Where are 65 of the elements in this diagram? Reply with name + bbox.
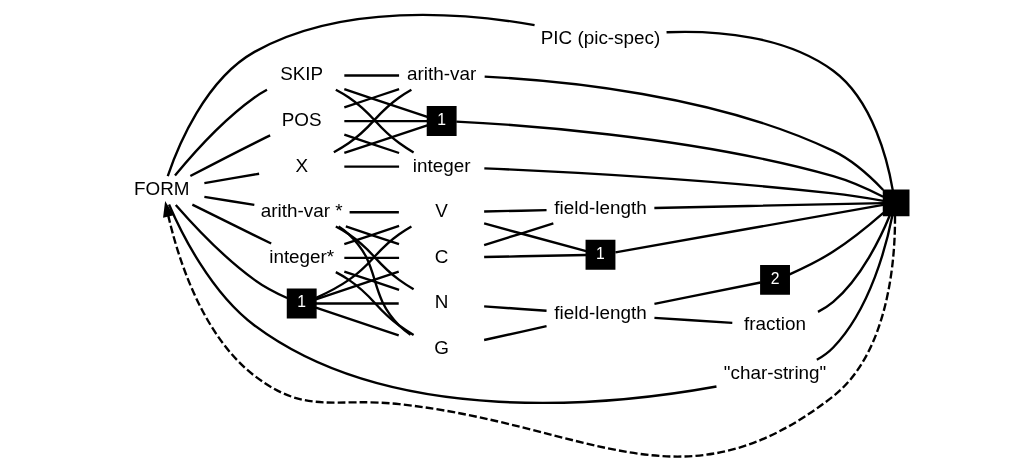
connector (483, 222, 554, 247)
connector (343, 88, 399, 109)
connector (816, 215, 891, 313)
node-box: 2 (759, 264, 790, 295)
node-text: integer (412, 154, 470, 176)
connector (484, 75, 884, 191)
connector (483, 253, 586, 259)
node-text: arith-var (406, 63, 476, 85)
node-box: 1 (426, 106, 457, 136)
connector (343, 165, 399, 168)
connector (203, 195, 254, 207)
node-text: C (434, 245, 448, 267)
node-text: fraction (743, 313, 806, 335)
connector (334, 271, 414, 336)
connector (167, 203, 717, 404)
node-text: integer* (268, 245, 334, 267)
node-text: POS (281, 108, 322, 130)
connector (343, 133, 399, 155)
connector (203, 172, 259, 185)
connector (788, 212, 884, 276)
node-text: arith-var * (260, 200, 343, 222)
node-text: X (294, 154, 308, 176)
connector (483, 222, 586, 253)
node-text: N (434, 291, 448, 313)
connector (191, 203, 272, 245)
connector (483, 324, 547, 342)
connector (315, 270, 399, 301)
connector (315, 225, 412, 299)
connector (343, 119, 427, 123)
node-text: SKIP (279, 63, 323, 85)
connector (483, 305, 547, 312)
connector (343, 270, 399, 291)
node-text: PIC (pic-spec) (540, 27, 660, 49)
connector (653, 316, 732, 325)
connector (349, 211, 399, 214)
node-box (882, 189, 909, 217)
node-text: "char-string" (723, 362, 826, 384)
connector (483, 167, 883, 202)
connector (315, 306, 399, 337)
connector (343, 124, 428, 155)
node-text: FORM (133, 178, 190, 200)
node-box: 1 (286, 288, 317, 319)
connector (174, 204, 288, 300)
connector (666, 30, 894, 191)
connector (334, 225, 414, 291)
connector (653, 201, 883, 210)
node-text: field-length (553, 197, 647, 218)
arrow (162, 201, 896, 458)
connector (343, 74, 399, 77)
connector (189, 134, 271, 178)
connector (343, 88, 428, 118)
connector (343, 256, 399, 260)
node-text: V (434, 200, 448, 222)
connector (653, 281, 761, 306)
connector (337, 225, 411, 336)
node-text: field-length (553, 302, 647, 324)
connector (166, 13, 535, 177)
connector (173, 88, 268, 177)
connector (455, 120, 884, 198)
node-text: G (433, 336, 449, 358)
connector (815, 215, 893, 361)
node-box: 1 (585, 239, 615, 270)
connector (315, 302, 399, 305)
connector (614, 203, 883, 254)
connector (483, 209, 547, 213)
